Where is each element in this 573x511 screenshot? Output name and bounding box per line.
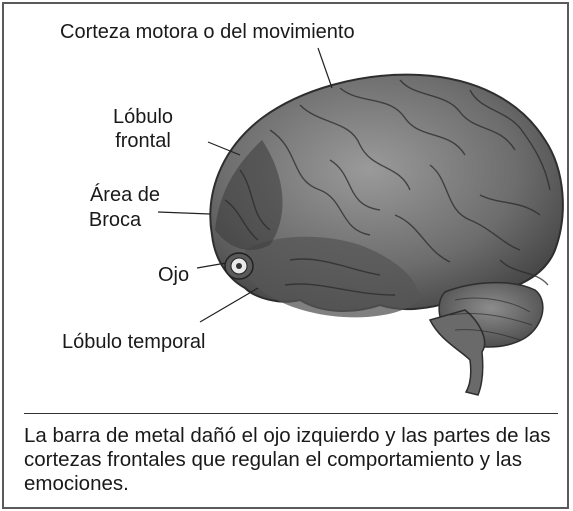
label-temporal-lobe: Lóbulo temporal bbox=[62, 331, 206, 353]
temporal-lobe-shape bbox=[245, 236, 420, 318]
figure-caption: La barra de metal dañó el ojo izquierdo … bbox=[24, 424, 551, 495]
caption-divider bbox=[24, 413, 558, 414]
label-broca-line1: Área de bbox=[89, 184, 161, 206]
brainstem-shape bbox=[428, 309, 486, 396]
leader-eye bbox=[196, 262, 227, 269]
leader-broca bbox=[157, 211, 211, 215]
label-frontal-lobe-line2: frontal bbox=[115, 130, 171, 152]
label-motor-cortex: Corteza motora o del movimiento bbox=[60, 21, 355, 43]
leader-frontal-lobe bbox=[207, 141, 241, 156]
leader-temporal bbox=[199, 287, 259, 323]
label-broca-line2: Broca bbox=[88, 209, 142, 231]
leader-motor-cortex bbox=[317, 47, 333, 89]
label-eye: Ojo bbox=[158, 264, 190, 286]
label-frontal-lobe-line1: Lóbulo bbox=[112, 106, 174, 128]
